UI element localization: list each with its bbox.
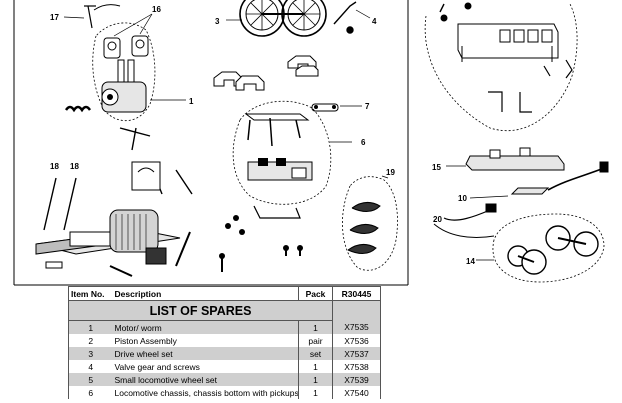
row-description: Valve gear and screws	[112, 360, 299, 373]
table-row: 1 Motor/ worm 1 X7535	[68, 320, 381, 334]
spares-title: LIST OF SPARES	[68, 300, 333, 321]
spares-title-spacer	[332, 300, 381, 321]
callout-6: 6	[361, 138, 366, 147]
callout-labels: 17 16 3 4 1 7 6 18 18 19 15 10 20 14	[50, 5, 475, 266]
spares-header-row: Item No. Description Pack R30445	[68, 286, 381, 301]
tender-body	[424, 2, 578, 132]
callout-14: 14	[466, 257, 475, 266]
row-item-no: 4	[68, 360, 113, 373]
row-pack: 1	[298, 320, 333, 334]
row-item-no: 3	[68, 347, 113, 360]
table-row: 5 Small locomotive wheel set 1 X7539	[68, 373, 381, 386]
header-pack: Pack	[298, 286, 333, 301]
table-row: 3 Drive wheel set set X7537	[68, 347, 381, 360]
callout-20: 20	[433, 215, 442, 224]
row-code: X7539	[332, 373, 381, 386]
callout-10: 10	[458, 194, 467, 203]
row-description: Drive wheel set	[112, 347, 299, 360]
callout-19: 19	[386, 168, 395, 177]
part-14-tender-wheels	[476, 213, 605, 283]
part-19-pistons	[342, 175, 398, 271]
row-description: Motor/ worm	[112, 320, 299, 334]
table-row: 4 Valve gear and screws 1 X7538	[68, 360, 381, 373]
panel-borders	[13, 0, 409, 286]
header-description: Description	[112, 286, 299, 301]
row-code: X7537	[332, 347, 381, 360]
callout-4: 4	[372, 17, 377, 26]
callout-1: 1	[189, 97, 194, 106]
row-pack: pair	[298, 334, 333, 347]
row-item-no: 2	[68, 334, 113, 347]
row-item-no: 5	[68, 373, 113, 386]
row-code: X7538	[332, 360, 381, 373]
row-description: Locomotive chassis, chassis bottom with …	[112, 386, 299, 399]
part-coupling-bar	[253, 205, 301, 219]
callout-18-right: 18	[70, 162, 79, 171]
part-3-drive-wheels	[226, 0, 327, 37]
part-6-chassis	[232, 100, 352, 205]
row-pack: 1	[298, 360, 333, 373]
assembled-locomotive-chassis	[35, 161, 191, 277]
part-15-tender-chassis	[446, 147, 565, 171]
row-item-no: 1	[68, 320, 113, 334]
part-10-pickup-wire	[469, 161, 609, 199]
callout-17: 17	[50, 13, 59, 22]
header-item-no: Item No.	[68, 286, 113, 301]
header-code: R30445	[332, 286, 381, 301]
callout-3: 3	[215, 17, 220, 26]
row-description: Piston Assembly	[112, 334, 299, 347]
part-20-wire	[433, 203, 497, 238]
part-brackets	[213, 55, 319, 91]
part-screws	[219, 215, 303, 272]
spares-title-row: LIST OF SPARES	[68, 300, 381, 321]
part-16-clips	[103, 13, 153, 59]
part-7-link	[311, 103, 362, 112]
row-code: X7536	[332, 334, 381, 347]
row-description: Small locomotive wheel set	[112, 373, 299, 386]
callout-7: 7	[365, 102, 370, 111]
callout-18-left: 18	[50, 162, 59, 171]
part-1-motor	[64, 22, 186, 122]
row-code: X7535	[332, 320, 381, 334]
spares-list-table: LIST OF SPARES Item No. Description Pack…	[68, 286, 381, 399]
row-code: X7540	[332, 386, 381, 399]
table-row: 6 Locomotive chassis, chassis bottom wit…	[68, 386, 381, 399]
callout-16: 16	[152, 5, 161, 14]
row-pack: 1	[298, 386, 333, 399]
table-row: 2 Piston Assembly pair X7536	[68, 334, 381, 347]
part-4-valve-gear	[333, 1, 371, 34]
row-item-no: 6	[68, 386, 113, 399]
part-17-pin	[63, 4, 121, 29]
row-pack: set	[298, 347, 333, 360]
row-pack: 1	[298, 373, 333, 386]
callout-15: 15	[432, 163, 441, 172]
